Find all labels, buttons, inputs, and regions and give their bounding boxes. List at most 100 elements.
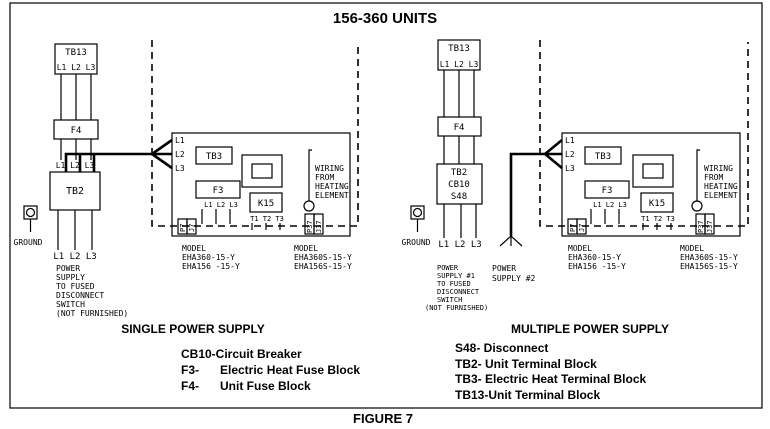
multi-wiring-note-3: HEATING: [704, 182, 738, 191]
single-k15-box: [249, 192, 283, 213]
multi-heater-l1: L1: [565, 136, 575, 145]
multi-power1-note-1: POWER: [437, 264, 459, 272]
single-power-note-6: (NOT FURNISHED): [56, 309, 128, 318]
single-f3-terms: L1 L2 L3: [204, 201, 238, 209]
legend-s48: S48- Disconnect: [455, 341, 548, 355]
multi-power1-note-3: TO FUSED: [437, 280, 471, 288]
legend-f4-code: F4-: [181, 379, 199, 393]
single-j7-jack: [186, 218, 197, 235]
single-model-b-2: EHA360S-15-Y: [294, 253, 352, 262]
single-heater-l1: L1: [175, 136, 185, 145]
svg-text:P37: P37: [306, 220, 314, 233]
multi-k15-terms: T1 T2 T3: [641, 215, 675, 223]
svg-text:J37: J37: [315, 220, 323, 233]
multi-model-a-1: MODEL: [568, 244, 592, 253]
multi-model-b-3: EHA156S-15-Y: [680, 262, 738, 271]
single-power-note-3: TO FUSED: [56, 282, 95, 291]
multi-ground-label: GROUND: [402, 238, 431, 247]
legend-tb3: TB3- Electric Heat Terminal Block: [455, 372, 647, 386]
multi-heater-panel: [561, 132, 741, 237]
single-tb13-label: TB13: [65, 48, 87, 58]
legend-tb13: TB13-Unit Terminal Block: [455, 388, 600, 402]
svg-text:P7: P7: [569, 224, 577, 232]
single-wiring-note-1: WIRING: [315, 164, 344, 173]
single-tb13-terminals: L1 L2 L3: [57, 63, 96, 72]
multi-f4-label: F4: [454, 123, 465, 133]
multi-element-terminal-icon: [691, 200, 703, 212]
figure-caption: FIGURE 7: [353, 411, 413, 426]
single-heater-panel: [171, 132, 351, 237]
multi-j7-jack: [576, 218, 587, 235]
single-power-note-1: POWER: [56, 264, 80, 273]
single-k15-terms: T1 T2 T3: [250, 215, 284, 223]
multi-model-a-3: EHA156 -15-Y: [568, 262, 626, 271]
single-model-a-1: MODEL: [182, 244, 206, 253]
multi-heater-l3: L3: [565, 164, 575, 173]
single-power-supply-diagram: TB13 L1 L2 L3 F4 L1 L2 L3 TB2 L1 L2 L3 G…: [14, 40, 359, 336]
single-supply-terms: L1 L2 L3: [53, 252, 96, 262]
multi-f3-box: [584, 180, 630, 199]
svg-text:J7: J7: [188, 224, 196, 232]
multi-unit-outline: [539, 40, 749, 227]
multi-power1-note-5: SWITCH: [437, 296, 462, 304]
multi-tb13-label: TB13: [448, 44, 470, 54]
multi-wiring-note-2: FROM: [704, 173, 723, 182]
diagram-title: 156-360 UNITS: [333, 10, 437, 27]
multi-supply-terms: L1 L2 L3: [438, 240, 481, 250]
single-model-a-3: EHA156 -15-Y: [182, 262, 240, 271]
legend-right: S48- Disconnect TB2- Unit Terminal Block…: [455, 341, 647, 402]
multi-k15-box: [640, 192, 674, 213]
legend-f3-code: F3-: [181, 363, 199, 377]
multi-model-b-2: EHA360S-15-Y: [680, 253, 738, 262]
multi-tb3-box: [584, 146, 622, 165]
multi-model-a-2: EHA360-15-Y: [568, 253, 621, 262]
single-f4-label: F4: [71, 126, 82, 136]
single-unit-outline: [151, 40, 359, 227]
multi-f3-label: F3: [602, 186, 613, 196]
single-f3-label: F3: [213, 186, 224, 196]
multi-power2-note-2: SUPPLY #2: [492, 274, 536, 283]
single-tb3-label: TB3: [206, 152, 222, 162]
single-contactor-outline: [241, 154, 283, 188]
multi-wiring-note-1: WIRING: [704, 164, 733, 173]
multiple-power-supply-diagram: TB13 L1 L2 L3 F4 TB2 CB10 S48 L1 L2 L3 G…: [402, 39, 749, 336]
multi-heater-l2: L2: [565, 150, 575, 159]
multi-power1-note-2: SUPPLY #1: [437, 272, 475, 280]
single-power-note-2: SUPPLY: [56, 273, 85, 282]
multi-wiring-note-4: ELEMENT: [704, 191, 738, 200]
multi-tb3-label: TB3: [595, 152, 611, 162]
svg-text:P7: P7: [179, 224, 187, 232]
single-wiring-note-2: FROM: [315, 173, 334, 182]
single-power-note-4: DISCONNECT: [56, 291, 104, 300]
single-tb2-label: TB2: [66, 186, 84, 197]
multi-power1-note-6: (NOT FURNISHED): [425, 304, 488, 312]
multi-tb2-label: TB2: [451, 168, 467, 178]
single-ground-label: GROUND: [14, 238, 43, 247]
multi-contactor-outline: [632, 154, 674, 188]
multi-heading: MULTIPLE POWER SUPPLY: [511, 322, 669, 336]
single-model-a-2: EHA360-15-Y: [182, 253, 235, 262]
multi-j37-jack: [704, 213, 715, 235]
single-j37-jack: [313, 213, 324, 235]
single-tb3-box: [195, 146, 233, 165]
single-heading: SINGLE POWER SUPPLY: [121, 322, 265, 336]
single-heater-l3: L3: [175, 164, 185, 173]
single-model-b-1: MODEL: [294, 244, 318, 253]
legend-left: CB10-Circuit Breaker F3- Electric Heat F…: [181, 347, 360, 393]
multi-cb10-label: CB10: [448, 180, 470, 190]
single-wiring-note-4: ELEMENT: [315, 191, 349, 200]
single-heater-l2: L2: [175, 150, 185, 159]
legend-cb10: CB10-Circuit Breaker: [181, 347, 302, 361]
single-power-note-5: SWITCH: [56, 300, 85, 309]
multi-power1-note-4: DISCONNECT: [437, 288, 480, 296]
single-f3-box: [195, 180, 241, 199]
svg-text:P37: P37: [697, 220, 705, 233]
single-element-terminal-icon: [303, 200, 315, 212]
legend-tb2: TB2- Unit Terminal Block: [455, 357, 597, 371]
single-k15-label: K15: [258, 199, 274, 209]
figure-frame: [9, 2, 763, 409]
single-wiring-note-3: HEATING: [315, 182, 349, 191]
multi-k15-label: K15: [649, 199, 665, 209]
multi-tb2-box: [436, 163, 483, 205]
